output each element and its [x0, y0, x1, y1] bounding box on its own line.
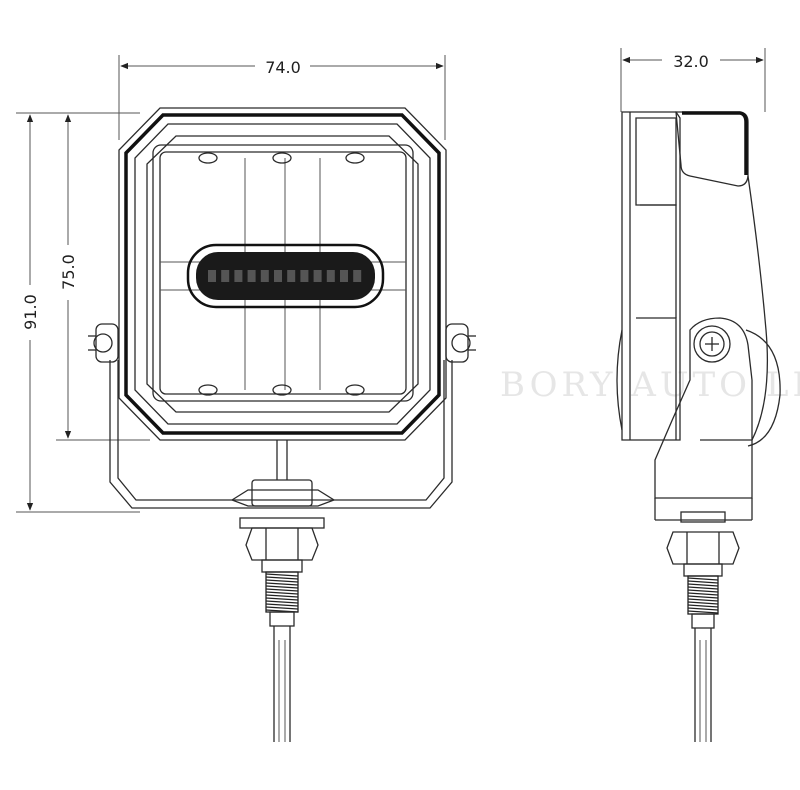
- thread-line: [265, 576, 299, 580]
- led-strip: [186, 243, 385, 309]
- thread-line: [265, 597, 299, 601]
- dimension-depth: 32.0: [620, 48, 766, 112]
- led-dots: [208, 270, 362, 282]
- thread-line: [265, 594, 299, 598]
- thread-line: [265, 582, 299, 586]
- lens: [152, 144, 414, 402]
- watermark: BORY AUTO LIGHT: [500, 365, 800, 405]
- led-chip: [247, 270, 256, 282]
- thread-line: [687, 595, 719, 599]
- thread-line: [687, 589, 719, 593]
- thread-line: [687, 598, 719, 602]
- led-chip: [326, 270, 335, 282]
- led-chip: [340, 270, 348, 282]
- thread-line: [687, 583, 719, 587]
- led-chip: [353, 270, 362, 282]
- led-chip: [234, 270, 243, 282]
- thread-front: [265, 573, 299, 613]
- thread-line: [687, 607, 719, 611]
- thread-line: [265, 606, 299, 610]
- dimension-height-housing: 75.0: [56, 114, 150, 441]
- led-chip: [274, 270, 282, 282]
- led-chip: [221, 270, 230, 282]
- led-chip: [260, 270, 269, 282]
- led-chip: [300, 270, 309, 282]
- dimension-width: 74.0: [118, 55, 446, 140]
- thread-line: [687, 592, 719, 596]
- dimension-depth-label: 32.0: [673, 52, 709, 71]
- thread-line: [265, 591, 299, 595]
- thread-line: [265, 585, 299, 589]
- side-housing: [616, 111, 781, 447]
- dimension-height-total: 91.0: [16, 112, 140, 513]
- thread-line: [687, 580, 719, 584]
- thread-line: [265, 579, 299, 583]
- led-chip: [313, 270, 322, 282]
- thread-line: [265, 603, 299, 607]
- side-cable-gland: [666, 511, 740, 742]
- thread-line: [687, 604, 719, 608]
- side-bracket: [654, 317, 753, 521]
- thread-side: [687, 577, 719, 614]
- thread-line: [265, 600, 299, 604]
- thread-line: [265, 573, 299, 577]
- side-view: 32.0: [616, 48, 781, 742]
- dimension-width-label: 74.0: [265, 58, 301, 77]
- thread-line: [687, 601, 719, 605]
- front-view: 74.0 91.0 75.0: [16, 55, 476, 742]
- thread-line: [687, 577, 719, 581]
- led-chip: [287, 270, 296, 282]
- dimension-height-housing-label: 75.0: [59, 254, 78, 290]
- led-chip: [208, 270, 216, 282]
- dimension-height-total-label: 91.0: [21, 294, 40, 330]
- thread-line: [687, 610, 719, 614]
- thread-line: [265, 588, 299, 592]
- cable-gland: [230, 440, 336, 742]
- thread-line: [687, 586, 719, 590]
